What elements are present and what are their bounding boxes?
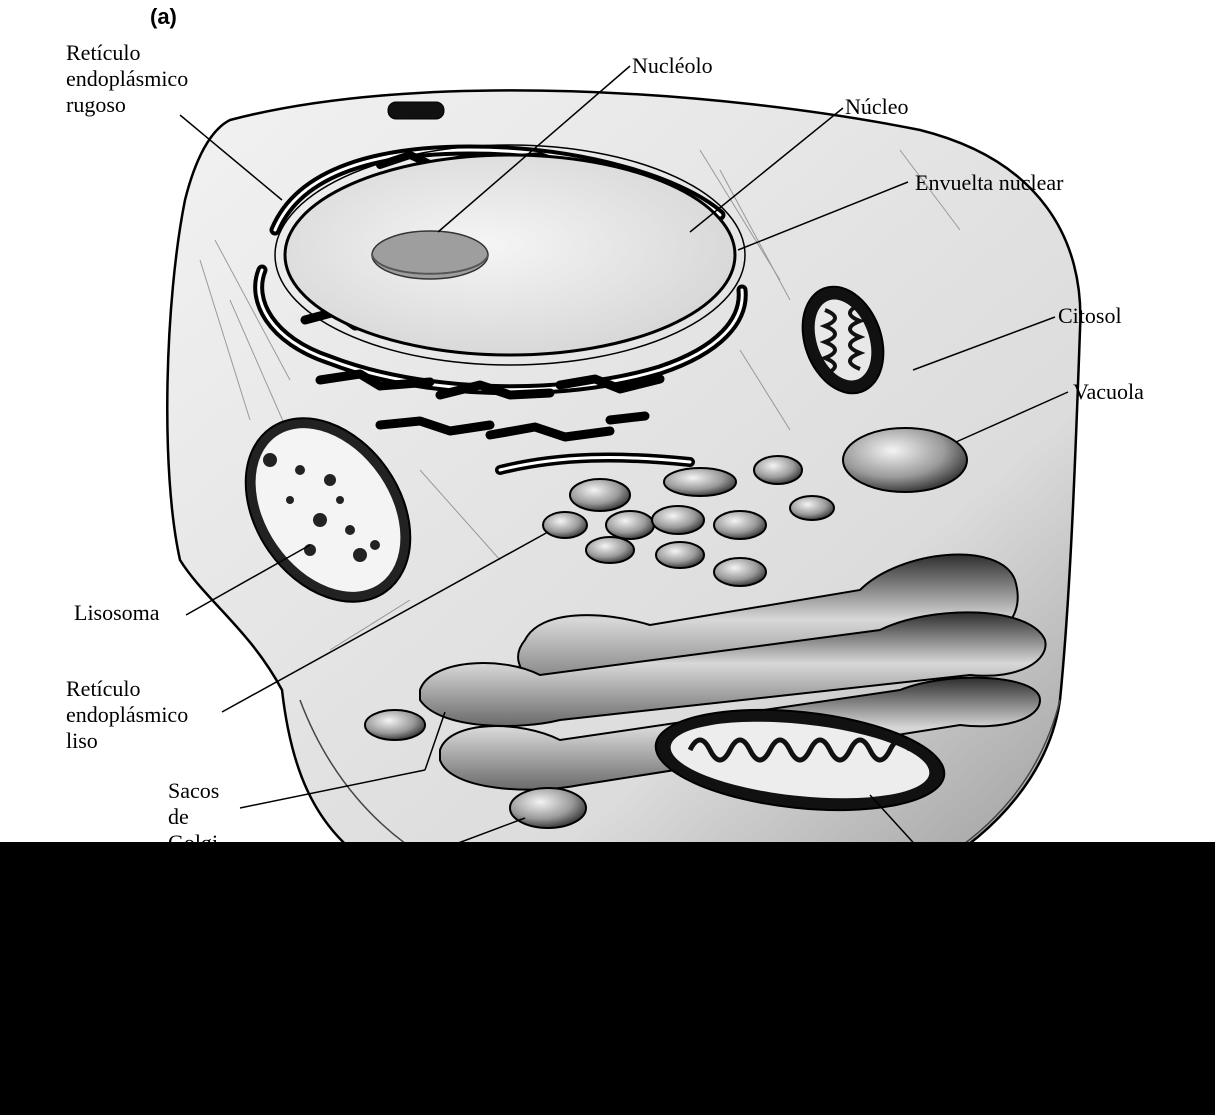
label-smooth-er-line3: liso bbox=[66, 728, 188, 754]
label-rough-er: Retículo endoplásmico rugoso bbox=[66, 40, 188, 118]
label-rough-er-line1: Retículo bbox=[66, 40, 188, 66]
label-golgi-line1: Sacos bbox=[168, 778, 219, 804]
label-rough-er-line2: endoplásmico bbox=[66, 66, 188, 92]
vacuole bbox=[843, 428, 967, 492]
label-nucleus: Núcleo bbox=[845, 94, 909, 120]
nucleus bbox=[285, 155, 735, 355]
label-smooth-er-line1: Retículo bbox=[66, 676, 188, 702]
label-nuclear-envelope: Envuelta nuclear bbox=[915, 170, 1063, 196]
nucleolus bbox=[372, 231, 488, 279]
label-cytosol: Citosol bbox=[1058, 303, 1122, 329]
small-organelle-top bbox=[388, 102, 444, 119]
label-nucleolus: Nucléolo bbox=[632, 53, 713, 79]
label-golgi-line2: de bbox=[168, 804, 219, 830]
black-occluder-bar bbox=[0, 842, 1215, 1115]
label-vacuole: Vacuola bbox=[1073, 379, 1144, 405]
label-rough-er-line3: rugoso bbox=[66, 92, 188, 118]
label-smooth-er-line2: endoplásmico bbox=[66, 702, 188, 728]
label-smooth-er: Retículo endoplásmico liso bbox=[66, 676, 188, 754]
label-lysosome: Lisosoma bbox=[74, 600, 160, 626]
panel-letter: (a) bbox=[150, 4, 177, 30]
